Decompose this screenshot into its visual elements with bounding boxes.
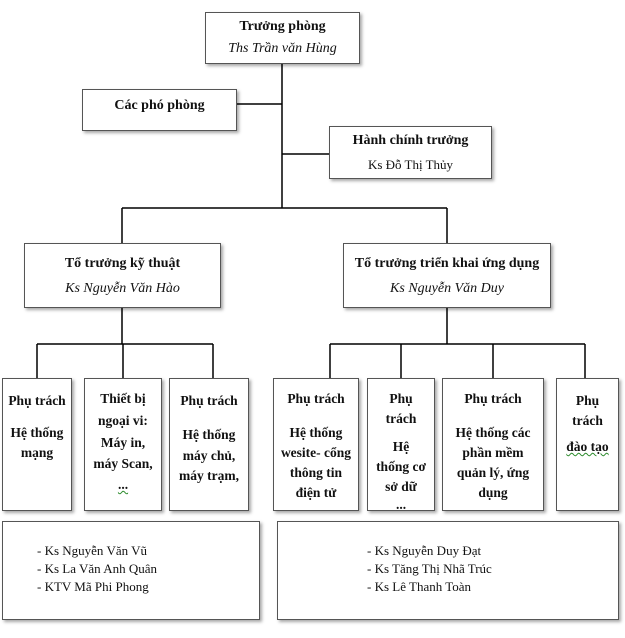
staff-member: - Ks Lê Thanh Toàn — [367, 579, 472, 594]
staff-list-right: - Ks Nguyễn Duy Đạt - Ks Tăng Thị Nhã Tr… — [277, 521, 619, 620]
app-lead-name: Ks Nguyễn Văn Duy — [390, 281, 504, 296]
tech-lead-name: Ks Nguyễn Văn Hào — [65, 281, 180, 296]
deputy-title: Các phó phòng — [114, 98, 205, 113]
tech-lead-title: Tổ trưởng kỹ thuật — [64, 256, 181, 271]
deputy-box: Các phó phòng — [82, 89, 237, 131]
tech-lead-box: Tổ trưởng kỹ thuật Ks Nguyễn Văn Hào — [24, 243, 221, 308]
unit-software: Phụ trách Hệ thống các phần mềm quản lý,… — [442, 378, 544, 511]
unit-training: Phụ trách đào tạo — [556, 378, 619, 511]
head-box: Trưởng phòng Ths Trần văn Hùng — [205, 12, 360, 64]
admin-box: Hành chính trưởng Ks Đỗ Thị Thủy — [329, 126, 492, 179]
head-name: Ths Trần văn Hùng — [228, 41, 337, 56]
staff-member: - Ks La Văn Anh Quân — [37, 561, 157, 576]
unit-servers: Phụ trách Hệ thống máy chủ, máy trạm, — [169, 378, 249, 511]
unit-database: Phụ trách Hệ thống cơ sở dữ ... — [367, 378, 435, 512]
staff-member: - Ks Nguyễn Văn Vũ — [37, 543, 148, 558]
admin-name: Ks Đỗ Thị Thủy — [367, 157, 454, 172]
staff-list-left: - Ks Nguyễn Văn Vũ - Ks La Văn Anh Quân … — [2, 521, 260, 620]
app-lead-box: Tổ trưởng triển khai ứng dụng Ks Nguyễn … — [343, 243, 551, 308]
unit-title: Phụ trách — [464, 391, 522, 406]
unit-title: Phụ trách — [287, 391, 345, 406]
unit-title: Phụ — [389, 391, 413, 406]
head-title: Trưởng phòng — [239, 19, 326, 34]
staff-member: - Ks Tăng Thị Nhã Trúc — [367, 561, 492, 576]
app-lead-title: Tổ trưởng triển khai ứng dụng — [354, 256, 540, 271]
unit-peripherals: Thiết bị ngoại vi: Máy in, máy Scan, ... — [84, 378, 162, 511]
unit-network: Phụ trách Hệ thống mạng — [2, 378, 72, 511]
unit-website: Phụ trách Hệ thống wesite- cổng thông ti… — [273, 378, 359, 511]
unit-title: Phụ — [575, 393, 600, 408]
staff-member: - Ks Nguyễn Duy Đạt — [367, 543, 482, 558]
unit-title: Thiết bị — [100, 391, 146, 406]
admin-title: Hành chính trưởng — [352, 133, 469, 148]
unit-title: Phụ trách — [8, 393, 66, 408]
staff-member: - KTV Mã Phi Phong — [37, 579, 149, 594]
unit-title: Phụ trách — [180, 393, 238, 408]
